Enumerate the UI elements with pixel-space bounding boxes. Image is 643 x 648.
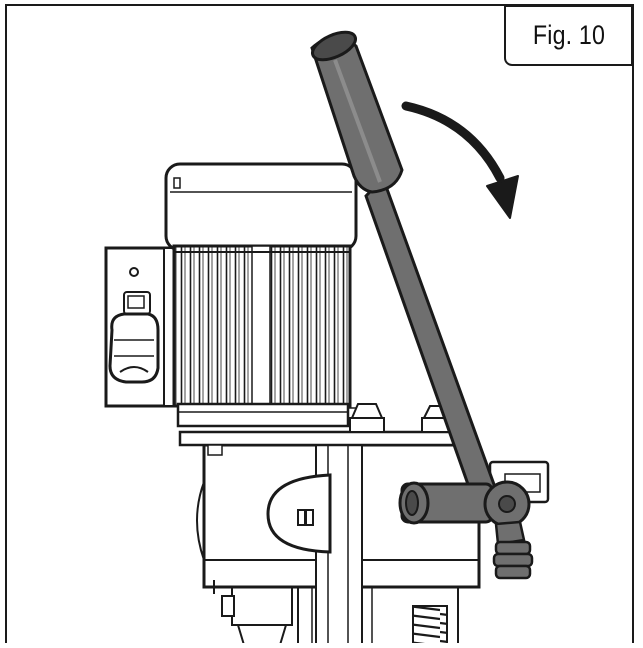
figure-label: Fig. 10: [532, 20, 605, 50]
motor: [164, 162, 358, 428]
chuck: [221, 584, 293, 646]
return-spring: [412, 605, 448, 645]
curved-arrow-clockwise-icon: [401, 101, 519, 219]
switch-box: [104, 246, 182, 408]
figure-label-box: Fig. 10: [504, 5, 633, 66]
feed-handle: [310, 30, 534, 580]
